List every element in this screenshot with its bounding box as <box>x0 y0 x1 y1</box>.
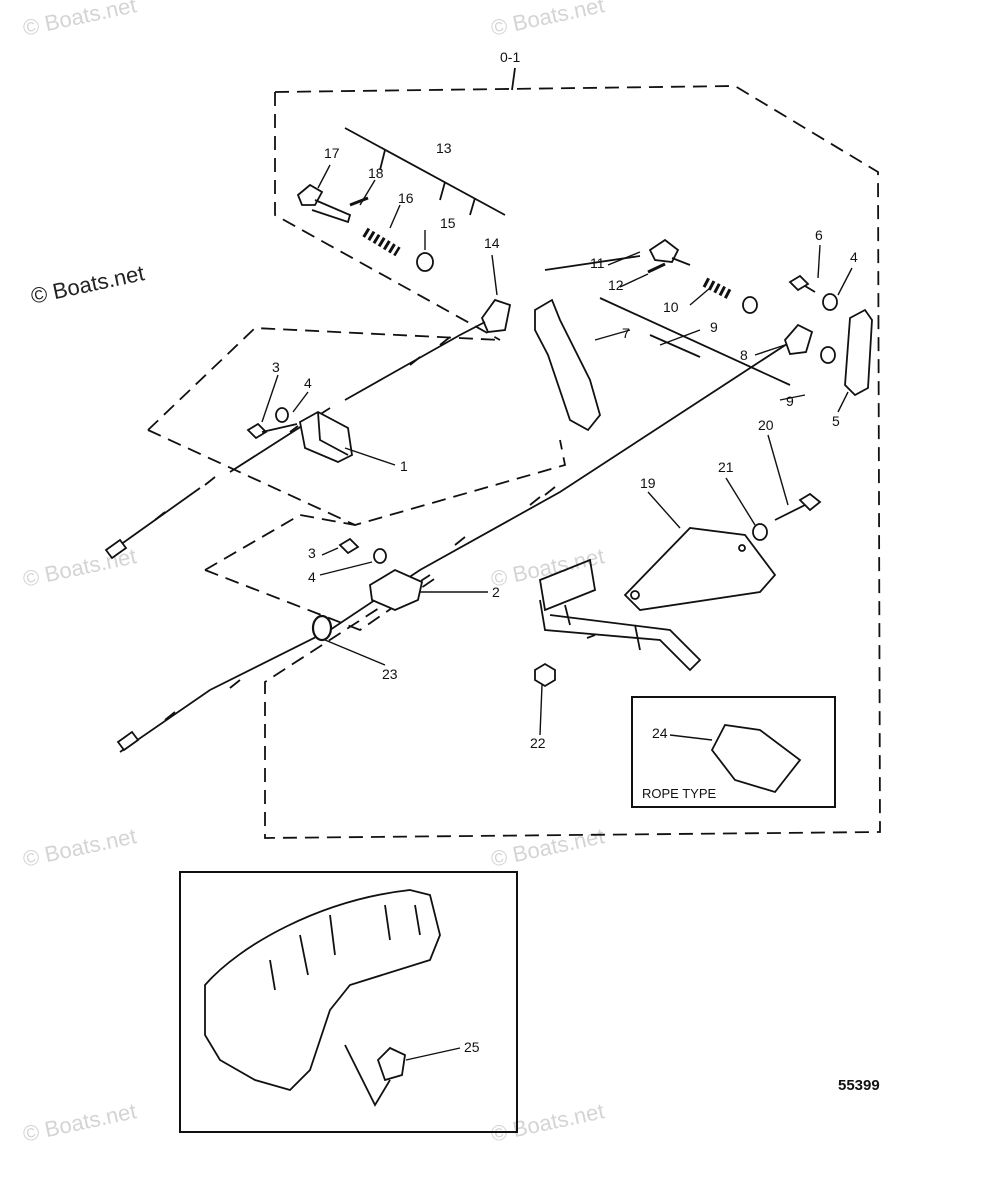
callout-18: 18 <box>368 165 384 181</box>
part-5-link <box>844 308 873 397</box>
assembly-boundary <box>264 85 881 839</box>
cowl-outline <box>204 889 441 1092</box>
part-2-bracket <box>369 568 424 611</box>
callout-assembly: 0-1 <box>500 49 520 65</box>
callout-9: 9 <box>786 393 794 409</box>
callout-19: 19 <box>640 475 656 491</box>
part-24-rope-bracket <box>710 724 802 794</box>
callout-22: 22 <box>530 735 546 751</box>
callout-13: 13 <box>436 140 452 156</box>
rope-type-label: ROPE TYPE <box>642 786 717 801</box>
callout-21: 21 <box>718 459 734 475</box>
part-10-spring <box>702 277 733 300</box>
callout-23: 23 <box>382 666 398 682</box>
callout-3: 3 <box>308 545 316 561</box>
part-21-washer <box>752 523 768 541</box>
part-16-spring <box>362 227 401 257</box>
engine-frame-tube <box>538 558 702 672</box>
callout-4: 4 <box>850 249 858 265</box>
part-9-washer-upper <box>742 296 758 314</box>
part-18-pin <box>349 196 369 207</box>
part-4-washer-right <box>822 293 838 311</box>
callout-3: 3 <box>272 359 280 375</box>
part-3-screw-upper <box>246 422 298 440</box>
rope-type-inset <box>631 696 836 808</box>
part-23-grommet <box>311 614 333 642</box>
bracket-1-group-box <box>147 327 567 526</box>
callout-17: 17 <box>324 145 340 161</box>
callout-14: 14 <box>484 235 500 251</box>
callout-12: 12 <box>608 277 624 293</box>
part-20-bolt <box>774 492 822 521</box>
part-19-plate <box>623 527 777 611</box>
callout-1: 1 <box>400 458 408 474</box>
bracket-2-group-box <box>204 514 441 632</box>
callout-10: 10 <box>663 299 679 315</box>
part-7-lever <box>534 298 601 432</box>
callout-15: 15 <box>440 215 456 231</box>
callout-5: 5 <box>832 413 840 429</box>
part-12-pin <box>647 262 666 274</box>
callout-2: 2 <box>492 584 500 600</box>
part-15-washer <box>416 252 434 272</box>
part-22-nut <box>534 662 556 688</box>
callout-20: 20 <box>758 417 774 433</box>
callout-4: 4 <box>308 569 316 585</box>
part-4-washer-lower <box>373 548 387 564</box>
part-4-washer-upper <box>275 407 289 423</box>
callout-25: 25 <box>464 1039 480 1055</box>
callout-11: 11 <box>590 255 605 271</box>
callout-7: 7 <box>622 325 630 341</box>
part-14-cable-end <box>480 298 512 333</box>
drawing-number: 55399 <box>838 1077 880 1094</box>
cowl-detail-inset <box>179 871 518 1133</box>
callout-24: 24 <box>652 725 668 741</box>
part-1-bracket <box>298 410 353 463</box>
part-9-washer-lower <box>820 346 836 364</box>
callout-4: 4 <box>304 375 312 391</box>
callout-9: 9 <box>710 319 718 335</box>
callout-16: 16 <box>398 190 414 206</box>
part-8-cable-end <box>783 323 814 355</box>
callout-6: 6 <box>815 227 823 243</box>
part-6-screw <box>788 274 816 293</box>
part-3-screw-lower <box>338 537 360 555</box>
callout-8: 8 <box>740 347 748 363</box>
part-17-bolt <box>296 183 352 224</box>
part-25-clip <box>376 1046 406 1082</box>
part-11-bolt <box>648 238 691 266</box>
